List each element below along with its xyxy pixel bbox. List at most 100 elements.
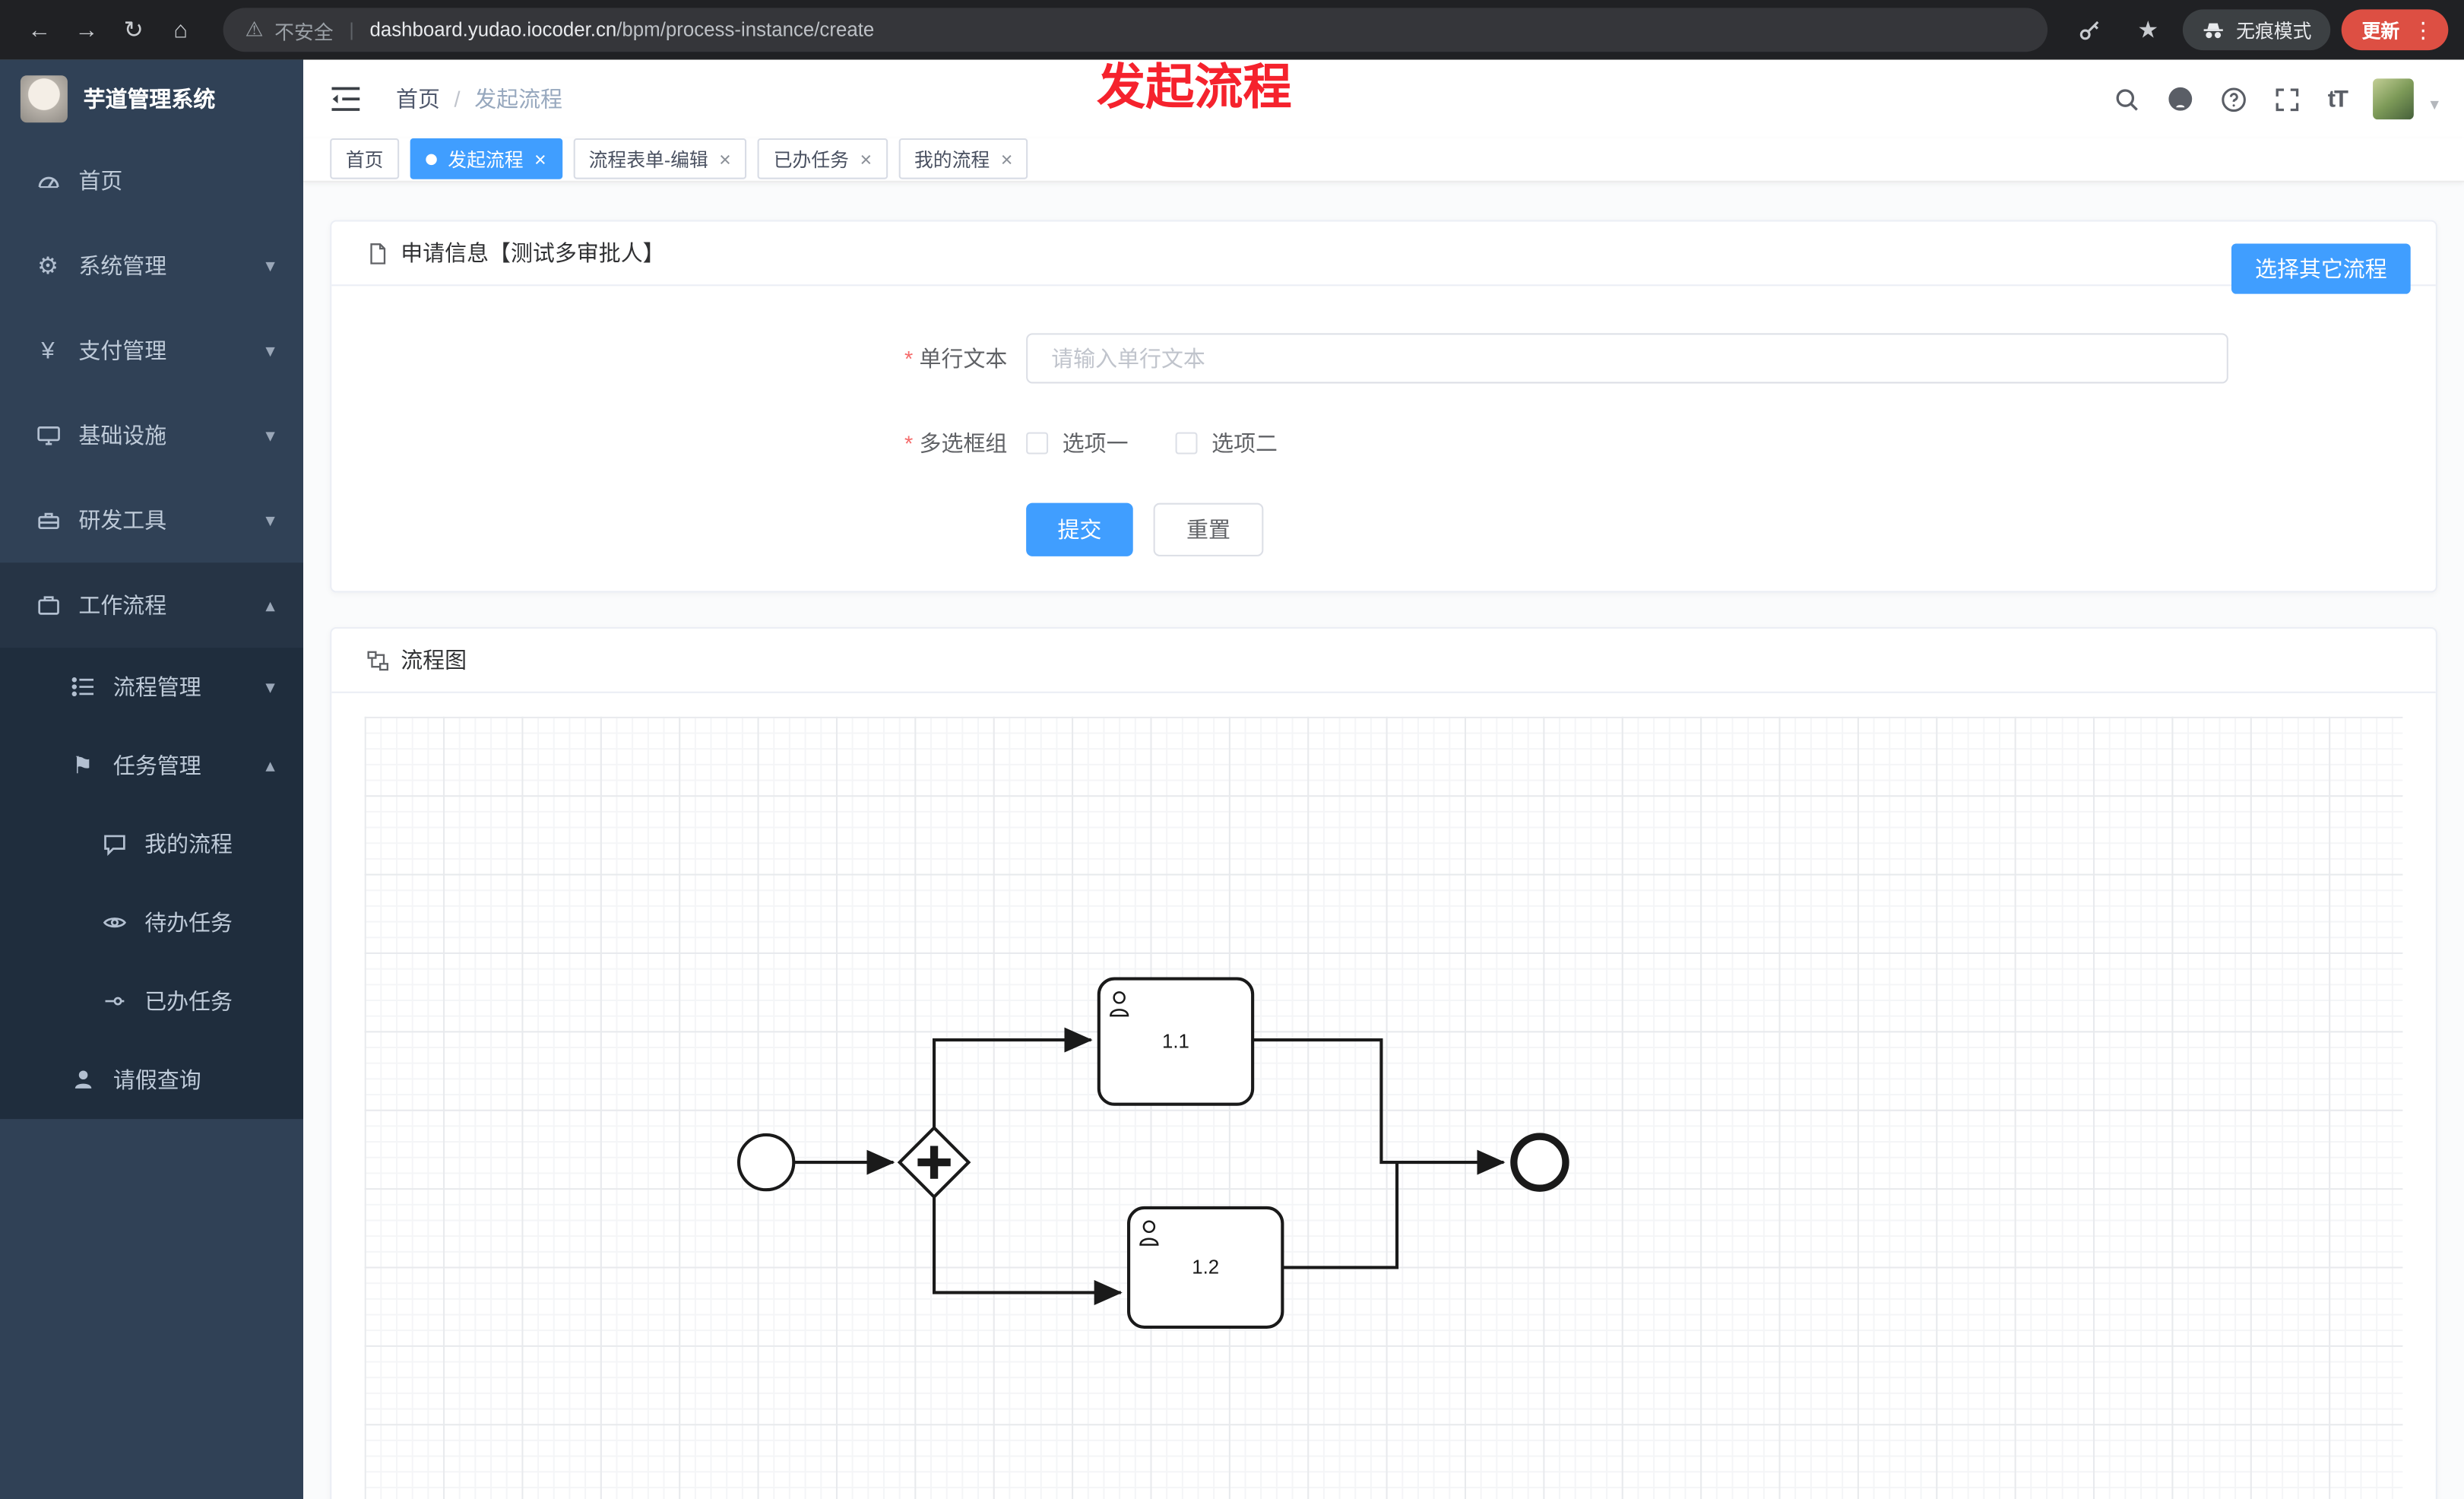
- breadcrumb-current: 发起流程: [474, 86, 562, 112]
- tab-initiate-process[interactable]: 发起流程 ×: [410, 138, 562, 179]
- tab-close-icon[interactable]: ×: [534, 147, 546, 171]
- checkbox-field-row: *多选框组 选项一 选项二: [331, 427, 2436, 458]
- password-key-button[interactable]: [2067, 6, 2114, 53]
- sidebar-item-task-management[interactable]: ⚑ 任务管理 ▴: [0, 726, 303, 804]
- tab-done-tasks[interactable]: 已办任务 ×: [758, 138, 888, 179]
- avatar-caret-icon[interactable]: ▾: [2430, 96, 2439, 115]
- security-label[interactable]: 不安全: [274, 21, 334, 43]
- address-bar[interactable]: ⚠ 不安全 | dashboard.yudao.iocoder.cn /bpm/…: [223, 8, 2048, 52]
- sidebar-item-system-management[interactable]: ⚙ 系统管理 ▾: [0, 223, 303, 309]
- breadcrumb: 首页 / 发起流程: [396, 84, 562, 115]
- select-other-process-button[interactable]: 选择其它流程: [2231, 243, 2411, 294]
- text-field-label: *单行文本: [331, 343, 1026, 374]
- checkbox-option-2[interactable]: 选项二: [1175, 427, 1278, 458]
- sidebar-item-label: 系统管理: [78, 252, 167, 278]
- required-mark: *: [904, 430, 914, 456]
- gear-icon: ⚙: [37, 252, 59, 280]
- reset-button[interactable]: 重置: [1153, 502, 1264, 556]
- sidebar-collapse-icon[interactable]: [330, 85, 361, 113]
- user-icon: [1110, 991, 1129, 1017]
- fullscreen-icon[interactable]: [2274, 86, 2301, 113]
- home-button[interactable]: ⌂: [157, 6, 204, 53]
- help-icon[interactable]: [2221, 86, 2247, 113]
- submit-button[interactable]: 提交: [1026, 502, 1133, 556]
- browser-menu-icon[interactable]: ⋮: [2412, 16, 2434, 42]
- sidebar-item-dev-tools[interactable]: 研发工具 ▾: [0, 478, 303, 563]
- parallel-gateway: [897, 1125, 971, 1200]
- sidebar-item-payment-management[interactable]: ¥ 支付管理 ▾: [0, 308, 303, 393]
- navbar-actions: tT ▾: [2114, 78, 2439, 120]
- bpmn-diagram: 1.1 1.2: [736, 977, 1569, 1329]
- tab-home[interactable]: 首页: [330, 138, 400, 179]
- sidebar-item-done-tasks[interactable]: 已办任务: [0, 962, 303, 1040]
- dashboard-icon: [34, 167, 61, 194]
- list-icon: [69, 673, 96, 700]
- text-field-row: *单行文本: [331, 333, 2436, 384]
- font-size-icon[interactable]: tT: [2327, 85, 2348, 113]
- sidebar-item-label: 我的流程: [144, 831, 233, 857]
- warning-icon: ⚠: [245, 17, 264, 41]
- breadcrumb-home[interactable]: 首页: [396, 86, 440, 112]
- refresh-button[interactable]: ↻: [110, 6, 157, 53]
- task-label: 1.2: [1192, 1257, 1219, 1279]
- tab-process-form-edit[interactable]: 流程表单-编辑 ×: [572, 138, 747, 179]
- sidebar-item-my-processes[interactable]: 我的流程: [0, 805, 303, 883]
- incognito-badge: 无痕模式: [2182, 9, 2331, 51]
- sidebar-item-process-management[interactable]: 流程管理 ▾: [0, 648, 303, 726]
- tab-close-icon[interactable]: ×: [860, 147, 873, 171]
- bookmark-star-button[interactable]: ★: [2124, 6, 2171, 53]
- search-icon[interactable]: [2114, 86, 2141, 113]
- checkbox-box[interactable]: [1026, 432, 1049, 455]
- chevron-down-icon: ▾: [265, 339, 275, 362]
- chevron-up-icon: ▴: [265, 594, 275, 616]
- tab-label: 已办任务: [773, 148, 849, 171]
- monitor-icon: [34, 422, 61, 448]
- back-button[interactable]: ←: [16, 6, 63, 53]
- logo[interactable]: 芋道管理系统: [0, 60, 303, 138]
- sidebar-item-todo-tasks[interactable]: 待办任务: [0, 883, 303, 962]
- update-button[interactable]: 更新 ⋮: [2341, 9, 2449, 51]
- sidebar-item-infrastructure[interactable]: 基础设施 ▾: [0, 393, 303, 478]
- apply-card-header: 申请信息【测试多审批人】: [331, 222, 2436, 287]
- field-label-text: 多选框组: [919, 430, 1008, 456]
- checkbox-box[interactable]: [1175, 432, 1198, 455]
- task-label: 1.1: [1162, 1031, 1189, 1052]
- tab-label: 我的流程: [914, 148, 990, 171]
- url-divider: |: [349, 18, 354, 41]
- checkbox-group: 选项一 选项二: [1026, 427, 1278, 458]
- slider-icon: [100, 987, 127, 1014]
- sidebar-item-label: 任务管理: [112, 753, 201, 778]
- chevron-down-icon: ▾: [265, 254, 275, 277]
- plus-icon: [917, 1146, 951, 1179]
- forward-button[interactable]: →: [63, 6, 110, 53]
- github-icon[interactable]: [2168, 86, 2194, 113]
- checkbox-label: 选项二: [1211, 430, 1278, 456]
- flow-task2-to-end: [1282, 1162, 1399, 1269]
- flow-task1-to-end: [1253, 1038, 1506, 1175]
- user-avatar[interactable]: [2374, 78, 2415, 120]
- tab-my-processes[interactable]: 我的流程 ×: [898, 138, 1029, 179]
- single-line-text-input[interactable]: [1026, 333, 2228, 384]
- browser-toolbar-right: ★ 无痕模式 更新 ⋮: [2067, 6, 2449, 53]
- workflow-submenu: 流程管理 ▾ ⚑ 任务管理 ▴ 我的流程: [0, 647, 304, 1120]
- chevron-down-icon: ▾: [265, 676, 275, 699]
- chevron-down-icon: ▾: [265, 509, 275, 531]
- checkbox-option-1[interactable]: 选项一: [1026, 427, 1129, 458]
- home-icon: ⌂: [173, 16, 188, 43]
- tab-close-icon[interactable]: ×: [719, 147, 731, 171]
- apply-card-title: 申请信息【测试多审批人】: [401, 240, 665, 266]
- tab-close-icon[interactable]: ×: [1000, 147, 1013, 171]
- sidebar-item-leave-query[interactable]: 请假查询: [0, 1041, 303, 1119]
- start-event: [736, 1133, 796, 1192]
- tab-label: 流程表单-编辑: [588, 148, 708, 171]
- flag-icon: ⚑: [71, 753, 93, 780]
- tabs-bar: 首页 发起流程 × 流程表单-编辑 × 已办任务 × 我的流程 ×: [303, 138, 2464, 182]
- sidebar-item-home[interactable]: 首页: [0, 138, 303, 223]
- page-annotation: 发起流程: [1097, 59, 1292, 115]
- sidebar-item-workflow[interactable]: 工作流程 ▴: [0, 563, 304, 648]
- sidebar-item-label: 流程管理: [112, 674, 201, 700]
- sidebar-item-label: 待办任务: [144, 910, 233, 936]
- tab-label: 发起流程: [448, 148, 524, 171]
- star-icon: ★: [2137, 17, 2159, 44]
- required-mark: *: [904, 345, 914, 371]
